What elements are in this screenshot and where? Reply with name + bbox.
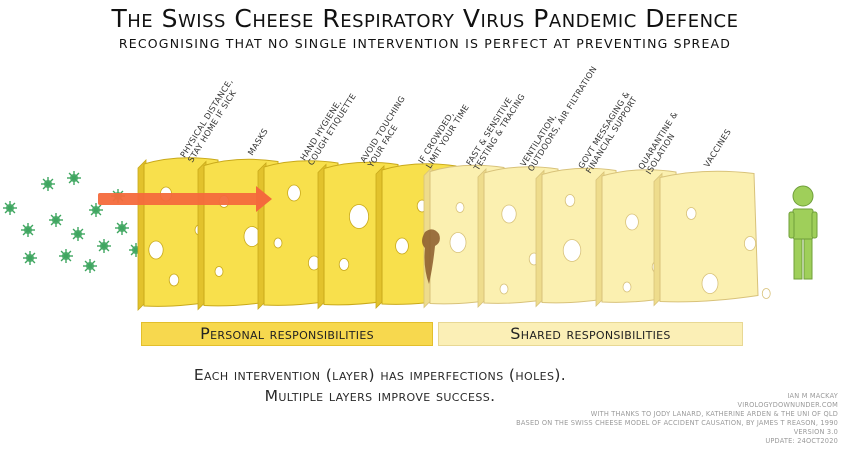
virus-icon <box>23 251 37 265</box>
arrow-icon <box>98 186 272 212</box>
cheese-hole <box>744 236 757 251</box>
virus-icon <box>67 171 81 185</box>
cheese-hole <box>562 239 582 262</box>
credit-site: virologydownunder.com <box>737 401 838 409</box>
virus-icon <box>21 223 35 237</box>
cheese-hole <box>449 232 467 253</box>
cheese-hole <box>287 184 301 202</box>
cheese-hole <box>686 207 697 220</box>
virus-icon <box>3 201 17 215</box>
cheese-hole <box>338 258 350 271</box>
virus-icon <box>71 227 85 241</box>
virus-icon <box>89 203 103 217</box>
virus-icon <box>41 177 55 191</box>
virus-icon <box>115 221 129 235</box>
caption-line-1: Each intervention (layer) has imperfecti… <box>193 366 567 384</box>
personal-responsibilities-band: Personal responsibilities <box>141 322 433 346</box>
cheese-hole <box>214 266 224 277</box>
credit-update: Update: 24Oct2020 <box>765 437 838 445</box>
cheese-layers <box>137 157 771 311</box>
page-title: The Swiss Cheese Respiratory Virus Pande… <box>111 4 739 33</box>
credits-block: Ian M Mackay virologydownunder.com with … <box>478 392 838 446</box>
stopped-virus <box>422 229 440 284</box>
page-subtitle: recognising that no single intervention … <box>118 36 732 51</box>
cheese-hole <box>348 204 369 229</box>
cheese-hole <box>395 237 409 255</box>
virus-icon <box>97 239 111 253</box>
virus-icon <box>83 259 97 273</box>
cheese-hole <box>499 283 509 295</box>
credit-thanks: with thanks to Jody Lanard, Katherine Ar… <box>590 410 838 418</box>
cheese-hole <box>622 281 632 293</box>
virus-icon <box>59 249 73 263</box>
virus-icon <box>49 213 63 227</box>
person-icon <box>788 185 818 280</box>
cheese-hole <box>701 273 719 294</box>
credit-version: Version 3.0 <box>793 428 838 436</box>
cheese-hole <box>501 204 517 224</box>
credit-author: Ian M Mackay <box>787 392 838 400</box>
cheese-hole <box>148 240 164 260</box>
cheese-hole <box>564 194 576 207</box>
cheese-hole <box>455 202 465 213</box>
cheese-hole <box>168 273 180 287</box>
caption-line-2: Multiple layers improve success. <box>264 387 496 405</box>
shared-responsibilities-band: Shared responsibilities <box>438 322 743 346</box>
credit-basis: Based on the Swiss cheese model of accid… <box>516 419 838 427</box>
cheese-hole <box>625 213 639 231</box>
cheese-hole <box>273 237 283 249</box>
cheese-hole <box>761 288 771 299</box>
cheese-slice <box>653 170 771 307</box>
